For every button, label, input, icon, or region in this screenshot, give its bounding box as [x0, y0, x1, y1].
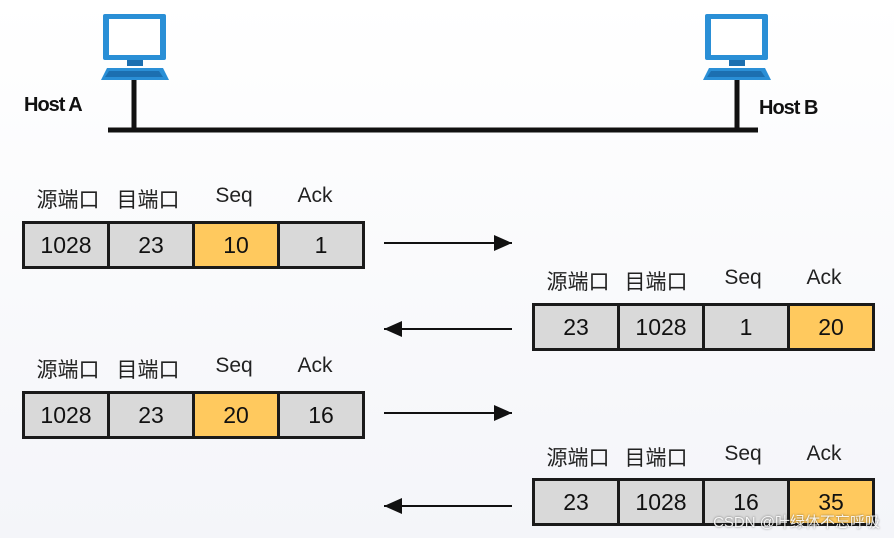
ack-cell: 16 — [280, 394, 362, 436]
dst-port-cell: 23 — [110, 394, 192, 436]
header-src-port: 源端口 — [546, 271, 610, 294]
header-seq: Seq — [215, 354, 253, 377]
header-dst-port: 目端口 — [624, 271, 688, 294]
dst-port-cell: 1028 — [620, 306, 702, 348]
header-src-port: 源端口 — [36, 189, 100, 212]
header-seq: Seq — [724, 266, 762, 289]
segment-row: 1028 23 20 16 — [22, 391, 365, 439]
src-port-cell: 1028 — [25, 224, 107, 266]
dst-port-cell: 1028 — [620, 481, 702, 523]
segment-row: 23 1028 16 35 — [532, 478, 875, 526]
src-port-cell: 23 — [535, 481, 617, 523]
header-ack: Ack — [297, 354, 333, 377]
host-a-label: Host A — [24, 94, 83, 116]
host-b-label: Host B — [759, 97, 818, 119]
dst-port-cell: 23 — [110, 224, 192, 266]
watermark: CSDN @叶绿体不忘呼吸 — [713, 514, 880, 531]
src-port-cell: 1028 — [25, 394, 107, 436]
computer-icon — [101, 14, 169, 80]
header-ack: Ack — [297, 184, 333, 207]
header-dst-port: 目端口 — [116, 189, 180, 212]
ack-cell: 35 — [790, 481, 872, 523]
header-ack: Ack — [806, 266, 842, 289]
header-src-port: 源端口 — [36, 359, 100, 382]
ack-cell: 1 — [280, 224, 362, 266]
header-dst-port: 目端口 — [624, 447, 688, 470]
header-dst-port: 目端口 — [116, 359, 180, 382]
seq-cell: 16 — [705, 481, 787, 523]
seq-cell: 1 — [705, 306, 787, 348]
segment-row: 23 1028 1 20 — [532, 303, 875, 351]
header-ack: Ack — [806, 442, 842, 465]
ack-cell: 20 — [790, 306, 872, 348]
src-port-cell: 23 — [535, 306, 617, 348]
computer-icon — [703, 14, 771, 80]
header-seq: Seq — [215, 184, 253, 207]
header-src-port: 源端口 — [546, 447, 610, 470]
seq-cell: 20 — [195, 394, 277, 436]
header-seq: Seq — [724, 442, 762, 465]
seq-cell: 10 — [195, 224, 277, 266]
segment-row: 1028 23 10 1 — [22, 221, 365, 269]
